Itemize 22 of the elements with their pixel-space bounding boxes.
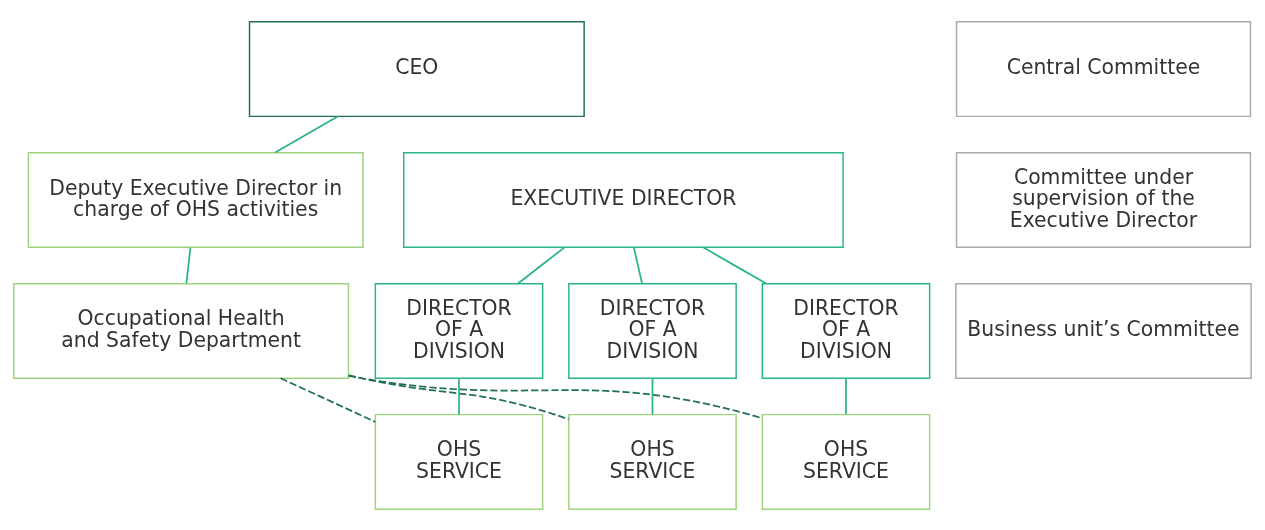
- node-box: EXECUTIVE DIRECTOR: [403, 151, 844, 248]
- node-box: OHS SERVICE: [568, 413, 737, 510]
- node-box: Business unit’s Committee: [955, 282, 1252, 379]
- connector: [185, 246, 192, 284]
- node-box: DIRECTOR OF A DIVISION: [568, 282, 737, 379]
- connector: [702, 245, 767, 284]
- node-box: Committee under supervision of the Executive Director: [955, 151, 1252, 248]
- connector: [458, 377, 460, 415]
- connector: [274, 115, 339, 153]
- connector: [517, 245, 566, 284]
- connector: [845, 377, 847, 415]
- node-box: DIRECTOR OF A DIVISION: [374, 282, 544, 379]
- connector: [633, 246, 643, 284]
- connector: [651, 377, 654, 415]
- connector: [279, 376, 377, 423]
- node-box: Deputy Executive Director in charge of OHS activities: [27, 151, 364, 248]
- node-box: DIRECTOR OF A DIVISION: [761, 282, 931, 379]
- node-box: OHS SERVICE: [374, 413, 544, 510]
- node-box: OHS SERVICE: [761, 413, 931, 510]
- node-box: CEO: [248, 20, 585, 117]
- node-box: Central Committee: [955, 20, 1252, 117]
- node-box: Occupational Health and Safety Department: [13, 282, 350, 379]
